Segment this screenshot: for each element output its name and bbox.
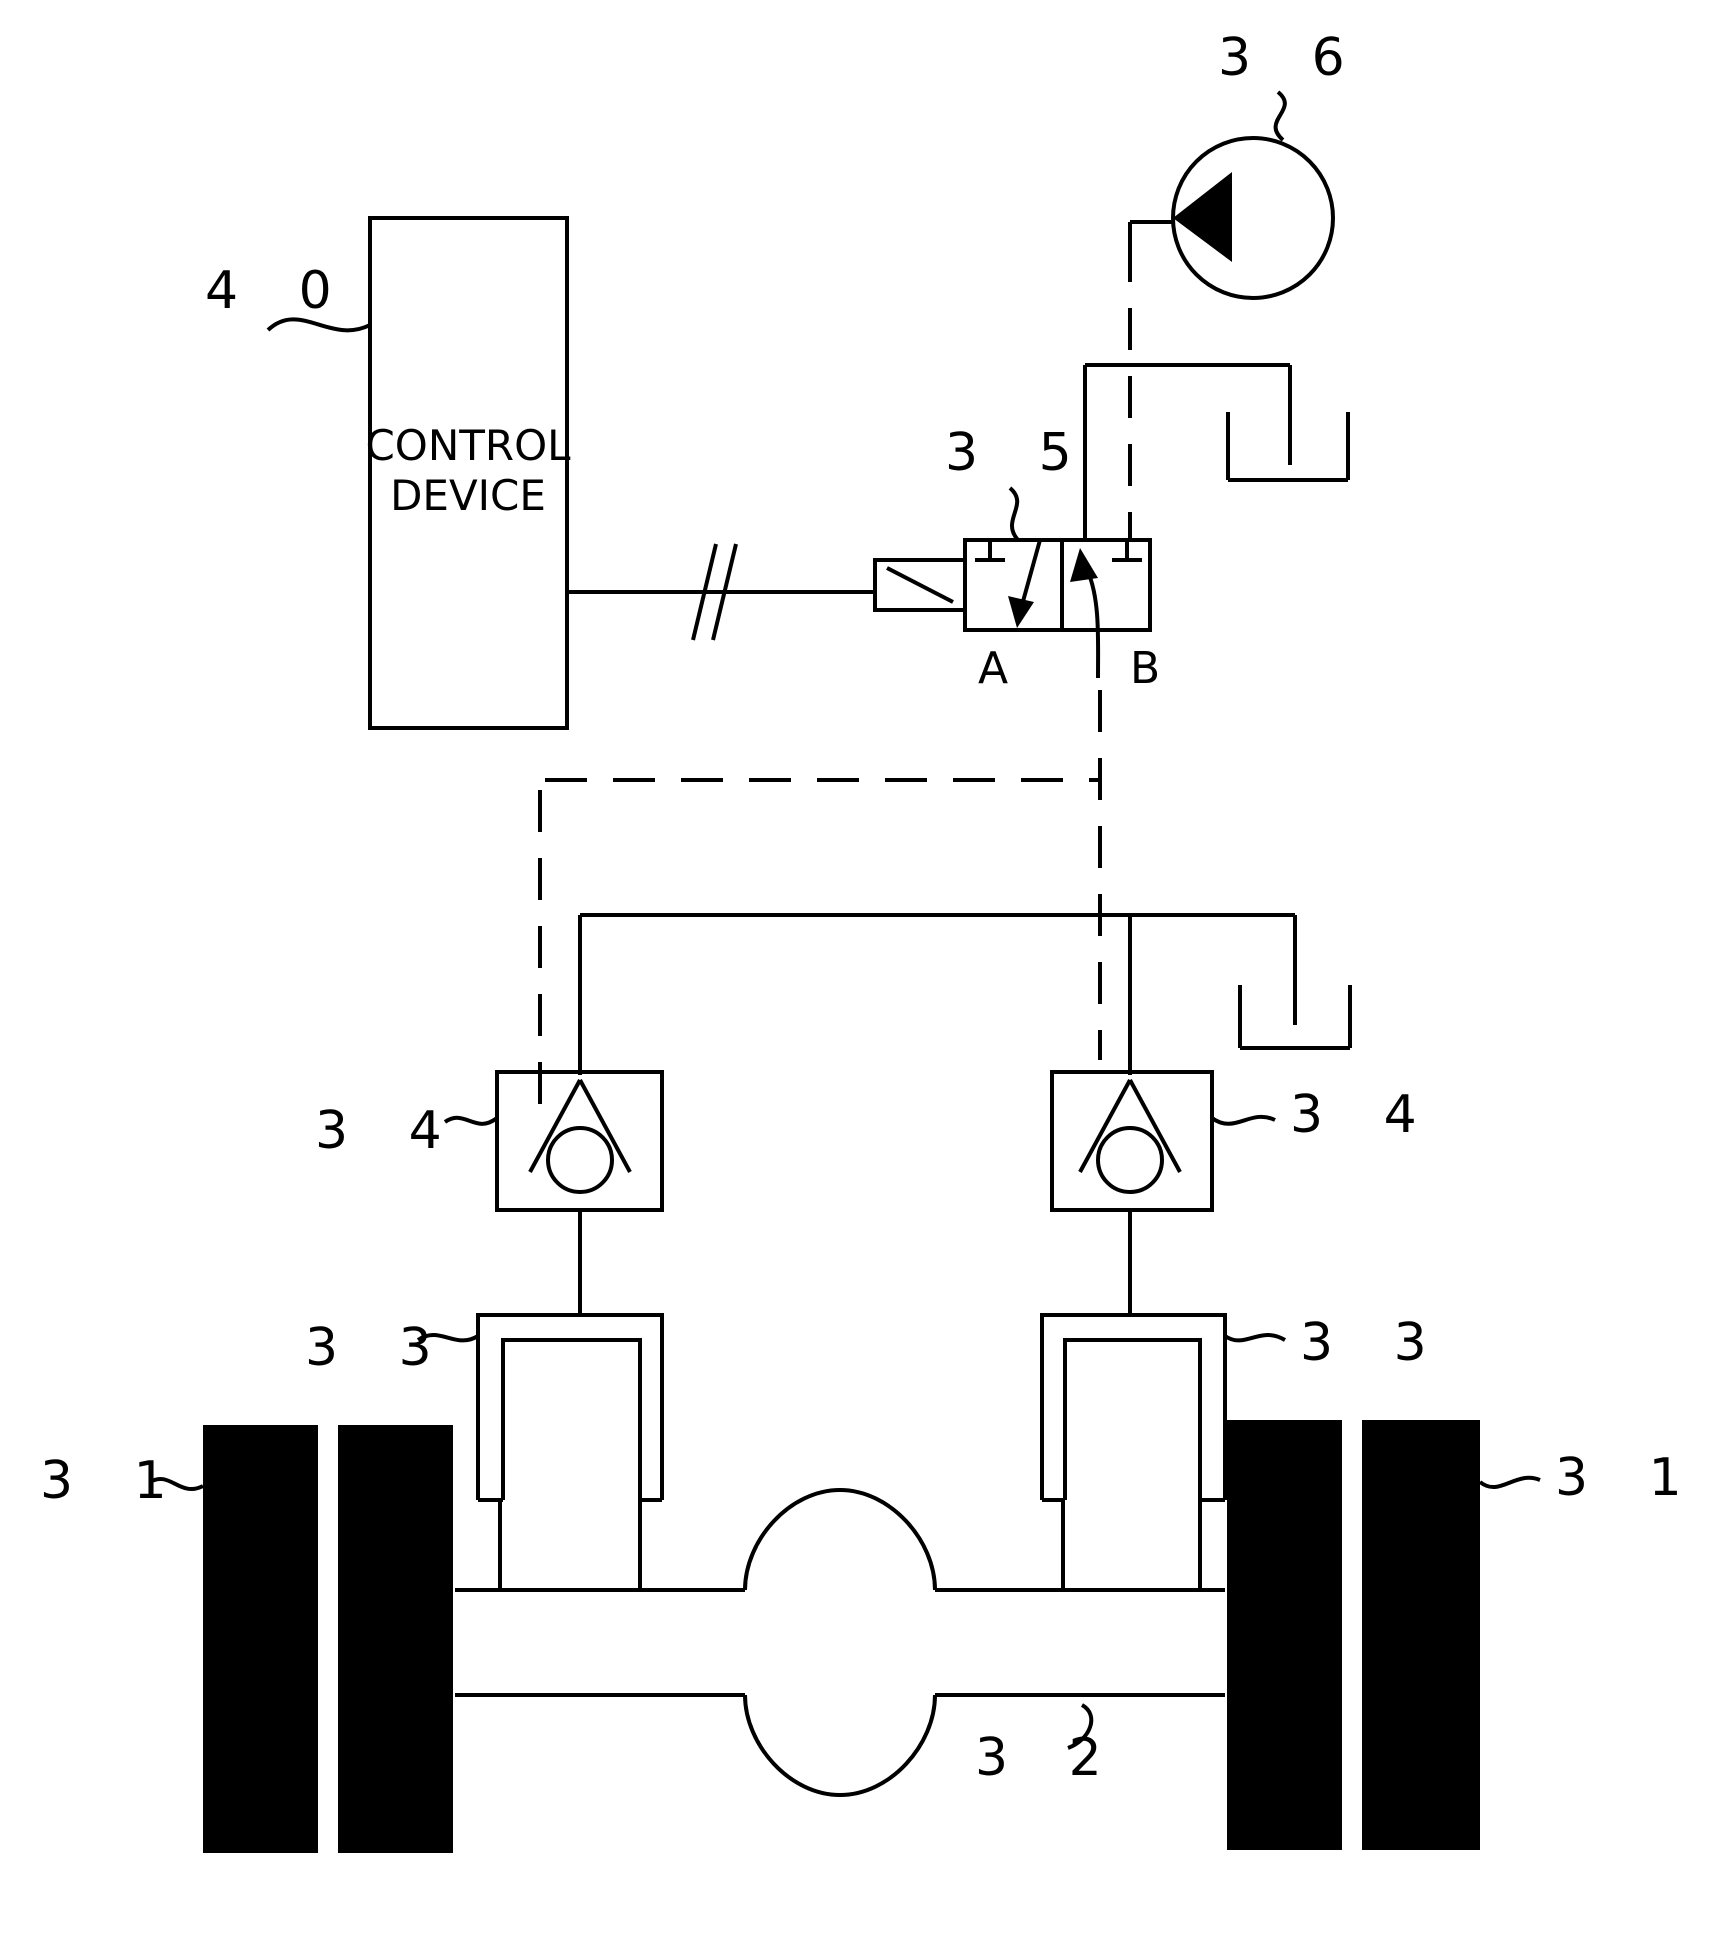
control-device-label-line1: CONTROL bbox=[365, 421, 571, 470]
valve-body bbox=[965, 540, 1150, 630]
cylinder-right bbox=[1042, 1315, 1225, 1590]
check-valve-left bbox=[497, 1072, 662, 1210]
control-device: CONTROL DEVICE bbox=[365, 218, 571, 728]
ref-34-right-label: 3 4 bbox=[1290, 1085, 1439, 1145]
ref-40-label: 4 0 bbox=[205, 261, 354, 321]
flow-arrow-up bbox=[1070, 548, 1098, 582]
ref-35-leader bbox=[1010, 488, 1018, 540]
ref-32-label: 3 2 bbox=[975, 1728, 1124, 1788]
ref-33-right-leader bbox=[1225, 1335, 1285, 1340]
ref-31-right-leader bbox=[1480, 1478, 1540, 1487]
ref-33-left-label: 3 3 bbox=[305, 1318, 454, 1378]
ref-34-left-label: 3 4 bbox=[315, 1101, 464, 1161]
tire-right-outer bbox=[1362, 1420, 1480, 1850]
solenoid-valve bbox=[875, 540, 1150, 678]
tire-left-inner bbox=[338, 1425, 453, 1853]
ref-35-label: 3 5 bbox=[945, 423, 1094, 483]
check-valve-right bbox=[1052, 1072, 1212, 1210]
ref-33-right-label: 3 3 bbox=[1300, 1313, 1449, 1373]
valve-port-a: A bbox=[978, 643, 1008, 694]
pilot-lines bbox=[540, 240, 1130, 1115]
ref-36-leader bbox=[1276, 92, 1285, 140]
ref-36-label: 3 6 bbox=[1218, 28, 1367, 88]
differential-lower bbox=[745, 1695, 935, 1795]
cylinder-left bbox=[478, 1315, 662, 1590]
ref-31-right-label: 3 1 bbox=[1555, 1448, 1704, 1508]
tire-left-outer bbox=[203, 1425, 318, 1853]
ref-34-right-leader bbox=[1212, 1117, 1275, 1124]
wheel-right bbox=[1227, 1420, 1480, 1850]
differential-upper bbox=[745, 1490, 935, 1590]
signal-line bbox=[567, 544, 875, 640]
control-device-label-line2: DEVICE bbox=[390, 471, 546, 520]
flow-arrow-down bbox=[1008, 596, 1034, 628]
tire-right-inner bbox=[1227, 1420, 1342, 1850]
valve-port-b: B bbox=[1130, 643, 1160, 694]
wheel-left bbox=[203, 1425, 453, 1853]
pump bbox=[1173, 138, 1333, 298]
